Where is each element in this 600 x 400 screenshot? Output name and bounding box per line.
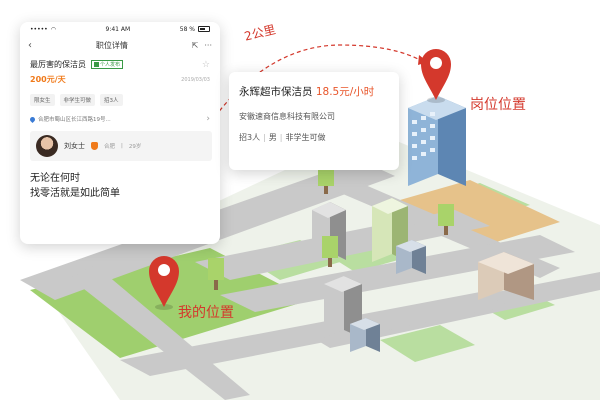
phone-job-detail: ••••• ◠ 9:41 AM 58 % ‹ 职位详情 ⇱ ··· 最厉害的保洁… [20,22,220,244]
job-tags: 限女生 非学生可做 招3人 [20,85,220,106]
location-pin-icon [28,115,37,123]
publisher-city: 合肥 [104,144,116,150]
publisher-row[interactable]: 刘女士 合肥 | 29岁 [30,131,212,161]
my-location-pin-icon [149,256,179,310]
job-address-row[interactable]: 合肥市蜀山区长江西路19号... › [20,106,220,124]
battery-icon [198,26,210,32]
status-bar: ••••• ◠ 9:41 AM 58 % [20,22,220,36]
chevron-right-icon: › [206,114,210,124]
nav-bar: ‹ 职位详情 ⇱ ··· [20,36,220,54]
share-icon[interactable]: ⇱ [191,40,199,50]
road [70,265,250,400]
job-card-gender: 男 [268,133,277,142]
road [120,292,510,376]
publisher-age: 29岁 [128,144,142,150]
slogan-line: 找零活就是如此简单 [30,188,120,199]
more-icon[interactable]: ··· [204,40,212,50]
job-info-card[interactable]: 永辉超市保洁员 18.5元/小时 安徽速商信息科技有限公司 招3人|男|非学生可… [229,72,399,170]
job-card-company: 安徽速商信息科技有限公司 [239,112,335,121]
tree [438,204,454,235]
route-line [171,44,421,197]
page-title: 职位详情 [95,40,128,50]
slogan: 无论在何时 找零活就是如此简单 [20,161,220,201]
post-date: 2019/03/03 [181,76,210,83]
building [396,240,426,274]
building [350,318,380,352]
job-salary: 200元/天 [30,75,66,84]
job-location-pin-icon [421,49,451,103]
job-tag: 非学生可做 [59,94,96,106]
back-icon[interactable]: ‹ [28,39,32,51]
person-icon [94,62,99,67]
sand-plot [400,180,560,244]
job-card-meta: 招3人|男|非学生可做 [239,133,326,142]
job-card-headcount: 招3人 [239,133,261,142]
publisher-name: 刘女士 [64,142,85,150]
grass-plot [380,325,475,362]
status-time: 9:41 AM [105,25,131,33]
slogan-line: 无论在何时 [30,173,80,184]
favorite-star-icon[interactable]: ☆ [201,59,210,70]
battery-percent: 58 % [179,25,195,33]
tree [208,258,224,290]
avatar [36,135,58,157]
publisher-badge: 个人发布 [91,60,124,69]
job-address: 合肥市蜀山区长江西路19号... [38,117,111,123]
my-location-label: 我的位置 [178,305,234,321]
signal-icon: ••••• [30,25,48,33]
building [324,276,362,338]
tree [322,236,338,267]
job-tag: 限女生 [30,94,55,106]
job-title: 最厉害的保洁员 [30,60,86,69]
road [220,235,575,312]
job-card-title: 永辉超市保洁员 [239,86,313,98]
publisher-badge-label: 个人发布 [100,62,121,68]
job-card-salary: 18.5元/小时 [315,86,375,98]
job-location-label: 岗位位置 [470,97,526,113]
job-card-student: 非学生可做 [285,133,326,142]
office-building [408,96,466,186]
wifi-icon: ◠ [50,25,56,33]
building [478,252,534,300]
tree [318,168,334,194]
verified-shield-icon [91,142,98,150]
job-tag: 招3人 [100,94,123,106]
